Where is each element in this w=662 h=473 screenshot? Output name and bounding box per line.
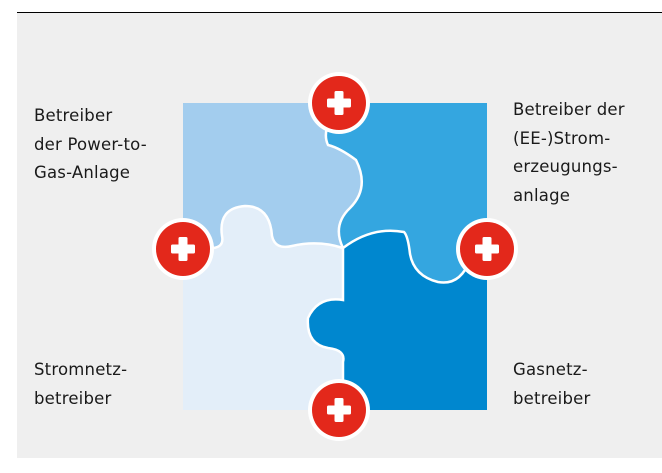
label-line: Gas-Anlage	[34, 163, 131, 182]
label-line: Gasnetz-	[513, 360, 588, 379]
label-power-grid-operator: Stromnetz- betreiber	[34, 356, 127, 413]
label-line: betreiber	[513, 388, 591, 408]
label-power-to-gas-operator: Betreiber der Power-to- Gas-Anlage	[34, 102, 147, 188]
puzzle-piece-top-right	[325, 103, 487, 283]
plus-circle-icon	[152, 218, 214, 280]
label-line: (EE-)Strom-	[513, 128, 611, 148]
puzzle-seam-horizontal	[182, 204, 488, 284]
plus-circle-icon	[308, 379, 370, 441]
puzzle-piece-bottom-right	[307, 230, 487, 410]
top-rule	[17, 12, 662, 13]
puzzle-piece-bottom-left	[183, 206, 346, 410]
label-gas-grid-operator: Gasnetz- betreiber	[513, 356, 590, 413]
label-line: Betreiber	[34, 106, 113, 125]
plus-circle-icon	[308, 72, 370, 134]
label-line: anlage	[513, 185, 571, 205]
label-line: Stromnetz-	[34, 360, 128, 379]
label-line: betreiber	[34, 388, 112, 408]
label-line: der Power-to-	[34, 134, 147, 154]
plus-circle-icon	[456, 218, 518, 280]
label-line: Betreiber der	[513, 100, 625, 119]
label-line: erzeugungs-	[513, 157, 618, 176]
label-power-generation-operator: Betreiber der (EE-)Strom- erzeugungs- an…	[513, 96, 625, 210]
puzzle-seam-vertical	[306, 102, 363, 410]
